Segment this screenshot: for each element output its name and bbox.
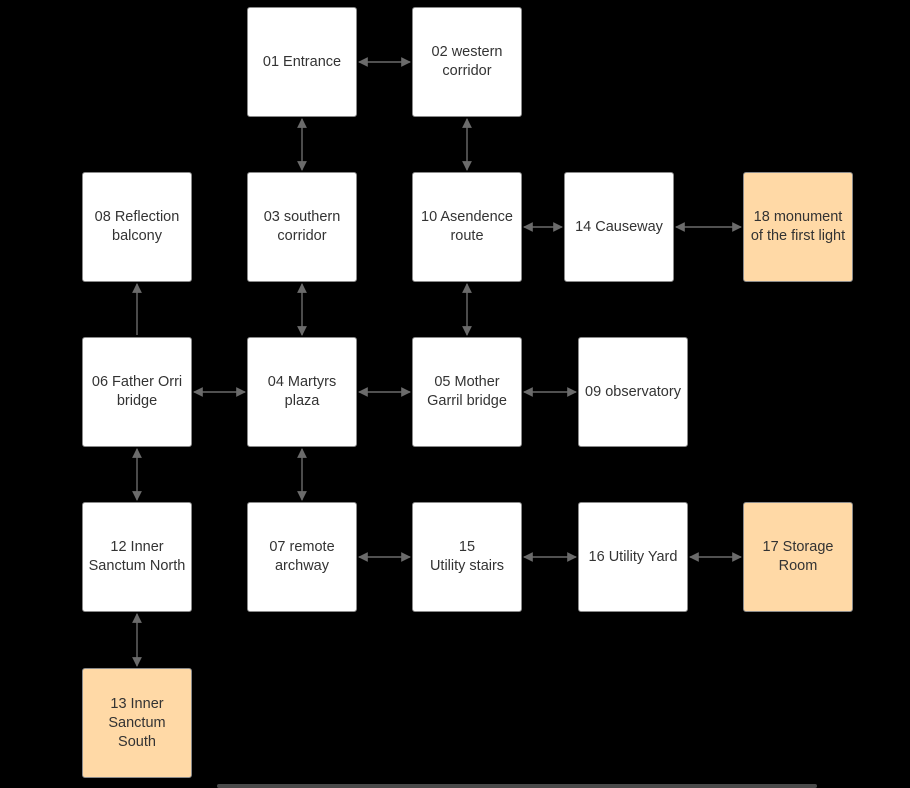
node-label: 17 Storage Room: [762, 539, 834, 574]
node-03[interactable]: 03 southern corridor: [247, 172, 357, 282]
node-13[interactable]: 13 Inner Sanctum South: [82, 668, 192, 778]
node-label: 06 Father Orri bridge: [91, 374, 183, 409]
node-06[interactable]: 06 Father Orri bridge: [82, 337, 192, 447]
node-label: 09 observatory: [585, 383, 681, 400]
node-15[interactable]: 15 Utility stairs: [412, 502, 522, 612]
node-12[interactable]: 12 Inner Sanctum North: [82, 502, 192, 612]
node-10[interactable]: 10 Asendence route: [412, 172, 522, 282]
horizontal-scrollbar[interactable]: [217, 784, 817, 788]
node-label: 10 Asendence route: [421, 209, 513, 244]
node-16[interactable]: 16 Utility Yard: [578, 502, 688, 612]
node-18[interactable]: 18 monument of the first light: [743, 172, 853, 282]
node-07[interactable]: 07 remote archway: [247, 502, 357, 612]
node-09[interactable]: 09 observatory: [578, 337, 688, 447]
node-label: 15 Utility stairs: [429, 539, 505, 574]
node-label: 16 Utility Yard: [588, 548, 678, 565]
node-label: 02 western corridor: [431, 44, 503, 79]
node-14[interactable]: 14 Causeway: [564, 172, 674, 282]
node-05[interactable]: 05 Mother Garril bridge: [412, 337, 522, 447]
node-02[interactable]: 02 western corridor: [412, 7, 522, 117]
node-label: 05 Mother Garril bridge: [427, 374, 507, 409]
node-label: 14 Causeway: [575, 218, 663, 235]
node-label: 04 Martyrs plaza: [267, 374, 337, 409]
node-label: 18 monument of the first light: [750, 209, 846, 244]
node-label: 13 Inner Sanctum South: [108, 695, 166, 750]
node-label: 08 Reflection balcony: [94, 209, 180, 244]
node-01[interactable]: 01 Entrance: [247, 7, 357, 117]
node-label: 01 Entrance: [262, 53, 342, 70]
node-label: 07 remote archway: [269, 539, 335, 574]
node-04[interactable]: 04 Martyrs plaza: [247, 337, 357, 447]
node-17[interactable]: 17 Storage Room: [743, 502, 853, 612]
node-label: 12 Inner Sanctum North: [88, 539, 186, 574]
node-08[interactable]: 08 Reflection balcony: [82, 172, 192, 282]
node-label: 03 southern corridor: [263, 209, 341, 244]
